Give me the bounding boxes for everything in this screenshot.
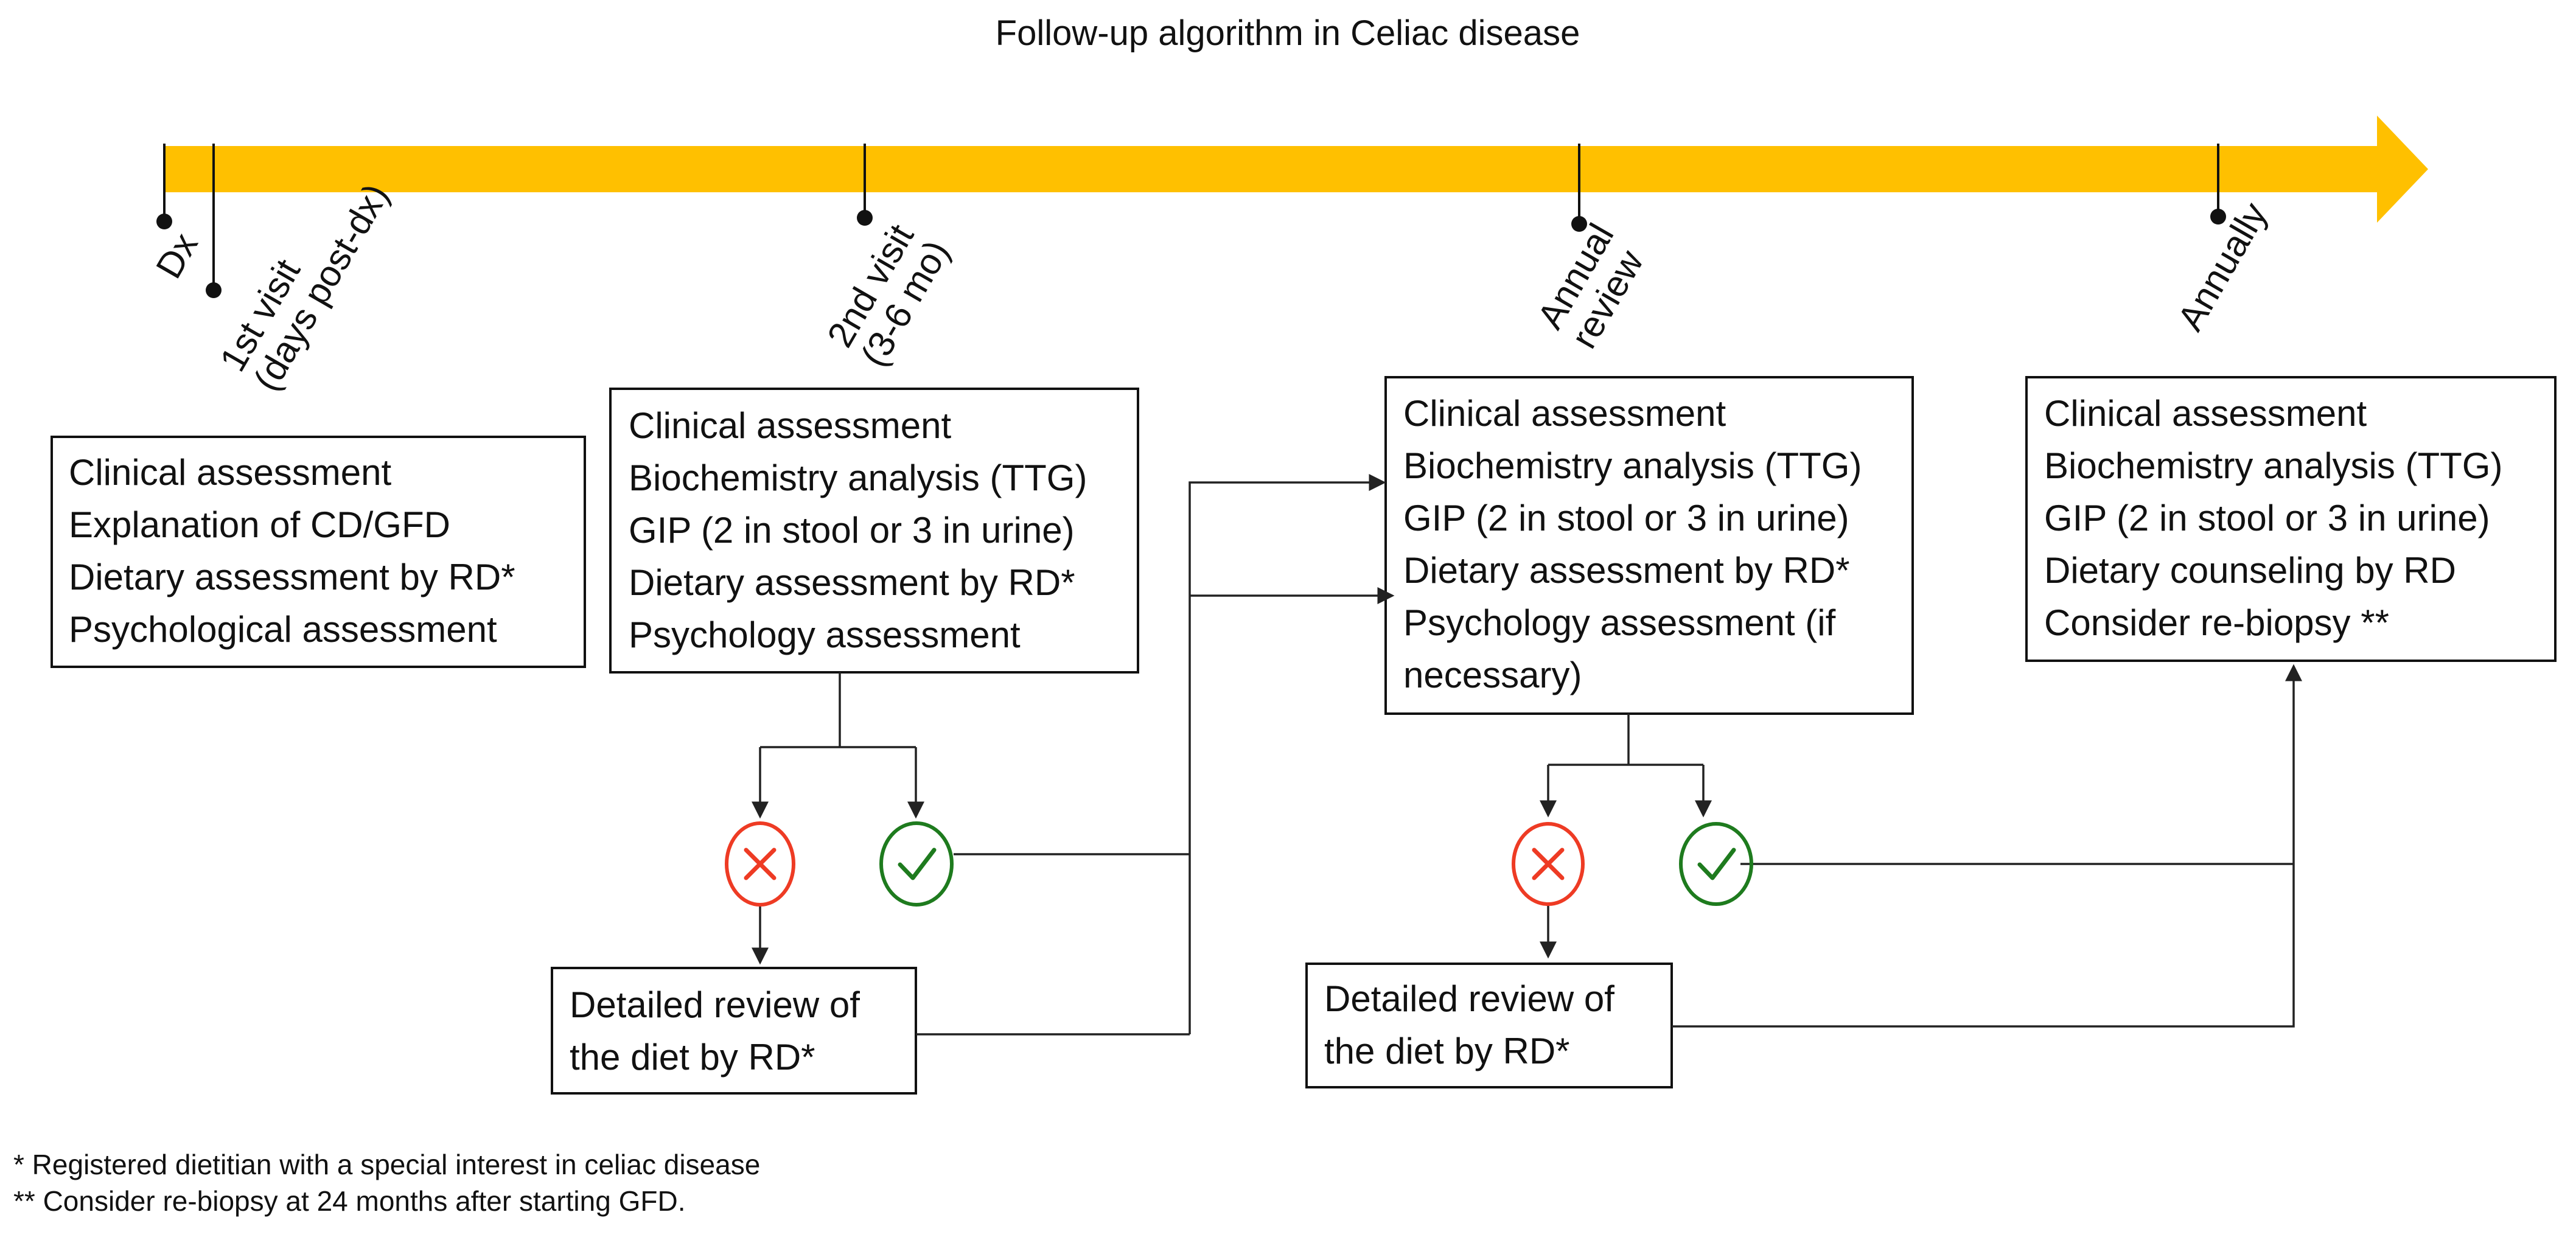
box-second-visit-text: Clinical assessment Biochemistry analysi… bbox=[629, 405, 1097, 655]
box-annual-review: Clinical assessment Biochemistry analysi… bbox=[1384, 376, 1914, 715]
box-first-visit: Clinical assessment Explanation of CD/GF… bbox=[51, 436, 586, 668]
milestone-label-dx: Dx bbox=[148, 226, 206, 285]
box-second-visit: Clinical assessment Biochemistry analysi… bbox=[609, 388, 1139, 674]
check-icon bbox=[879, 821, 954, 907]
milestone-label-second-visit: 2nd visit (3-6 mo) bbox=[819, 209, 960, 374]
box-diet-review-1-text: Detailed review of the diet by RD* bbox=[570, 984, 870, 1078]
box-annually: Clinical assessment Biochemistry analysi… bbox=[2025, 376, 2557, 662]
milestone-label-first-visit: 1st visit (days post-dx) bbox=[212, 158, 397, 398]
connectors-annual-review bbox=[1540, 664, 2302, 1028]
box-annually-text: Clinical assessment Biochemistry analysi… bbox=[2044, 393, 2513, 643]
diagram-title: Follow-up algorithm in Celiac disease bbox=[996, 13, 1580, 53]
footnote-rebiopsy: ** Consider re-biopsy at 24 months after… bbox=[13, 1185, 685, 1217]
box-diet-review-1: Detailed review of the diet by RD* bbox=[551, 967, 917, 1095]
box-diet-review-2-text: Detailed review of the diet by RD* bbox=[1324, 978, 1625, 1071]
box-first-visit-text: Clinical assessment Explanation of CD/GF… bbox=[69, 452, 525, 650]
milestone-label-annual-review: Annual review bbox=[1529, 208, 1660, 355]
footnote-rd: * Registered dietitian with a special in… bbox=[13, 1149, 760, 1180]
box-diet-review-2: Detailed review of the diet by RD* bbox=[1305, 963, 1673, 1088]
timeline-arrow bbox=[163, 116, 2428, 223]
check-icon bbox=[1679, 822, 1753, 906]
box-annual-review-text: Clinical assessment Biochemistry analysi… bbox=[1403, 393, 1872, 695]
cross-icon bbox=[725, 821, 795, 907]
connectors-second-visit bbox=[752, 474, 1395, 1036]
cross-icon bbox=[1512, 822, 1585, 906]
